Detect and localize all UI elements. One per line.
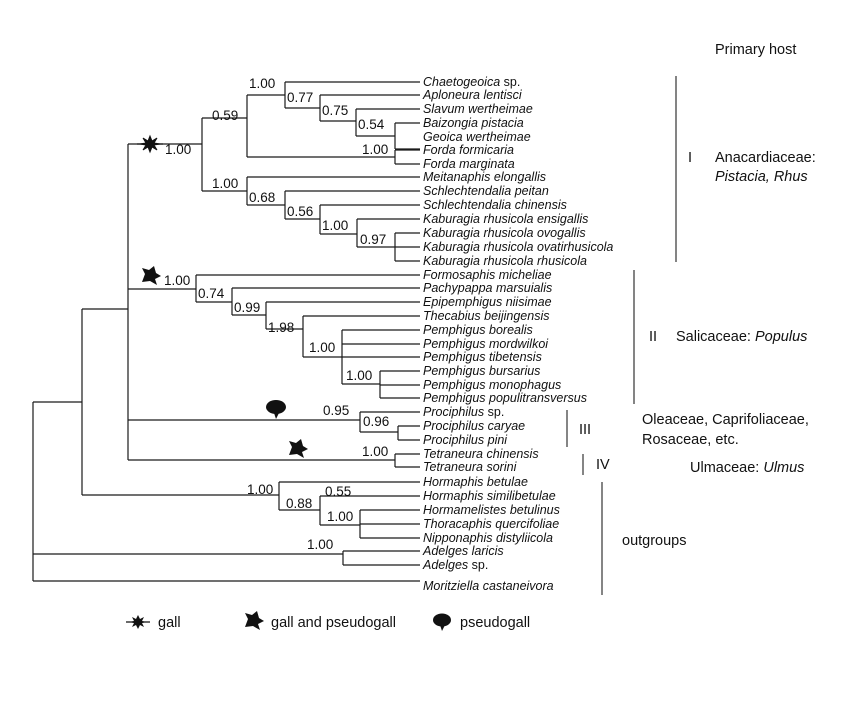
legend-gall-label: gall <box>158 615 181 631</box>
tip-label: Hormaphis betulae <box>423 475 528 489</box>
group-i-host-genera: Pistacia, Rhus <box>715 169 808 185</box>
support-value: 1.00 <box>249 76 275 91</box>
support-value: 0.75 <box>322 103 348 118</box>
tip-label: Forda formicaria <box>423 143 514 157</box>
support-value: 1.00 <box>327 509 353 524</box>
tip-label: Chaetogeoica sp. <box>423 75 520 89</box>
group-ii-roman: II <box>649 329 657 345</box>
tip-label: Kaburagia rhusicola ensigallis <box>423 212 588 226</box>
legend: gall gall and pseudogall pseudogall <box>126 611 530 631</box>
gall-icon <box>137 134 163 154</box>
tip-label: Kaburagia rhusicola rhusicola <box>423 254 587 268</box>
primary-host-header: Primary host <box>715 42 796 58</box>
tip-label: Hormamelistes betulinus <box>423 503 560 517</box>
tip-label: Geoica wertheimae <box>423 130 531 144</box>
group-iv-roman: IV <box>596 457 610 473</box>
tree-branches <box>32 81 420 582</box>
tip-label: Thoracaphis quercifoliae <box>423 517 559 531</box>
tip-label: Pachypappa marsuialis <box>423 281 552 295</box>
support-value: 1.00 <box>322 218 348 233</box>
support-value: 0.95 <box>323 403 349 418</box>
support-value: 0.59 <box>212 108 238 123</box>
group-i-roman: I <box>688 150 692 166</box>
tip-label: Adelges sp. <box>422 558 488 572</box>
support-value: 0.97 <box>360 232 386 247</box>
support-value: 1.00 <box>346 368 372 383</box>
support-value: 0.68 <box>249 190 275 205</box>
tip-label: Baizongia pistacia <box>423 116 524 130</box>
group-iv-host: Ulmaceae: Ulmus <box>690 460 804 476</box>
support-value: 1.00 <box>362 444 388 459</box>
tip-label: Pemphigus monophagus <box>423 378 561 392</box>
support-value: 0.88 <box>286 496 312 511</box>
support-value: 1.00 <box>309 340 335 355</box>
tip-label: Pemphigus tibetensis <box>423 350 542 364</box>
group-i-host: Anacardiaceae: <box>715 150 816 166</box>
group-ii-host: Salicaceae: Populus <box>676 329 807 345</box>
tip-label: Slavum wertheimae <box>423 102 533 116</box>
tip-label: Adelges laricis <box>422 544 504 558</box>
tip-label: Prociphilus sp. <box>423 405 504 419</box>
support-value: 1.00 <box>212 176 238 191</box>
tip-label: Nipponaphis distyliicola <box>423 531 553 545</box>
tip-label: Forda marginata <box>423 157 515 171</box>
tip-label: Epipemphigus niisimae <box>423 295 552 309</box>
tip-label: Kaburagia rhusicola ovatirhusicola <box>423 240 613 254</box>
group-iii-host: Oleaceae, Caprifoliaceae, <box>642 412 809 428</box>
tip-label: Schlechtendalia chinensis <box>423 198 567 212</box>
tip-label: Pemphigus bursarius <box>423 364 540 378</box>
tip-labels: Chaetogeoica sp. Aploneura lentisci Slav… <box>422 75 613 593</box>
pseudogall-icon <box>266 400 286 419</box>
tip-label: Tetraneura chinensis <box>423 447 539 461</box>
support-value: 0.54 <box>358 117 385 132</box>
legend-gall-pseudogall-label: gall and pseudogall <box>271 615 396 631</box>
tip-label: Pemphigus borealis <box>423 323 533 337</box>
tip-label: Tetraneura sorini <box>423 460 518 474</box>
tip-label: Formosaphis micheliae <box>423 268 552 282</box>
group-brackets: I Anacardiaceae: Pistacia, Rhus II Salic… <box>566 76 816 595</box>
tip-label: Thecabius beijingensis <box>423 309 549 323</box>
tip-label: Pemphigus populitransversus <box>423 391 587 405</box>
tip-label: Hormaphis similibetulae <box>423 489 556 503</box>
tip-label: Meitanaphis elongallis <box>423 170 546 184</box>
support-value: 0.56 <box>287 204 313 219</box>
support-value: 1.00 <box>362 142 388 157</box>
gall-and-pseudogall-icon <box>245 611 264 630</box>
tip-label: Moritziella castaneivora <box>423 579 554 593</box>
support-value: 1.00 <box>165 142 191 157</box>
support-value: 0.77 <box>287 90 313 105</box>
support-value: 1.00 <box>307 537 333 552</box>
gall-and-pseudogall-icon <box>289 439 308 458</box>
support-values: 1.00 0.77 0.75 0.54 0.59 1.00 1.00 0.68 … <box>164 76 389 552</box>
support-value: 1.98 <box>268 320 294 335</box>
group-iii-host-line2: Rosaceae, etc. <box>642 432 739 448</box>
tip-label: Kaburagia rhusicola ovogallis <box>423 226 586 240</box>
support-value: 0.55 <box>325 484 351 499</box>
tip-label: Aploneura lentisci <box>422 88 523 102</box>
support-value: 0.74 <box>198 286 225 301</box>
outgroups-label: outgroups <box>622 533 687 549</box>
gall-icon <box>126 615 150 629</box>
group-iii-roman: III <box>579 422 591 438</box>
support-value: 1.00 <box>164 273 190 288</box>
support-value: 1.00 <box>247 482 273 497</box>
tip-label: Prociphilus pini <box>423 433 508 447</box>
support-value: 0.99 <box>234 300 260 315</box>
gall-and-pseudogall-icon <box>142 266 161 285</box>
support-value: 0.96 <box>363 414 389 429</box>
tip-label: Schlechtendalia peitan <box>423 184 549 198</box>
tip-label: Pemphigus mordwilkoi <box>423 337 549 351</box>
tip-label: Prociphilus caryae <box>423 419 525 433</box>
pseudogall-icon <box>433 613 451 631</box>
legend-pseudogall-label: pseudogall <box>460 615 530 631</box>
